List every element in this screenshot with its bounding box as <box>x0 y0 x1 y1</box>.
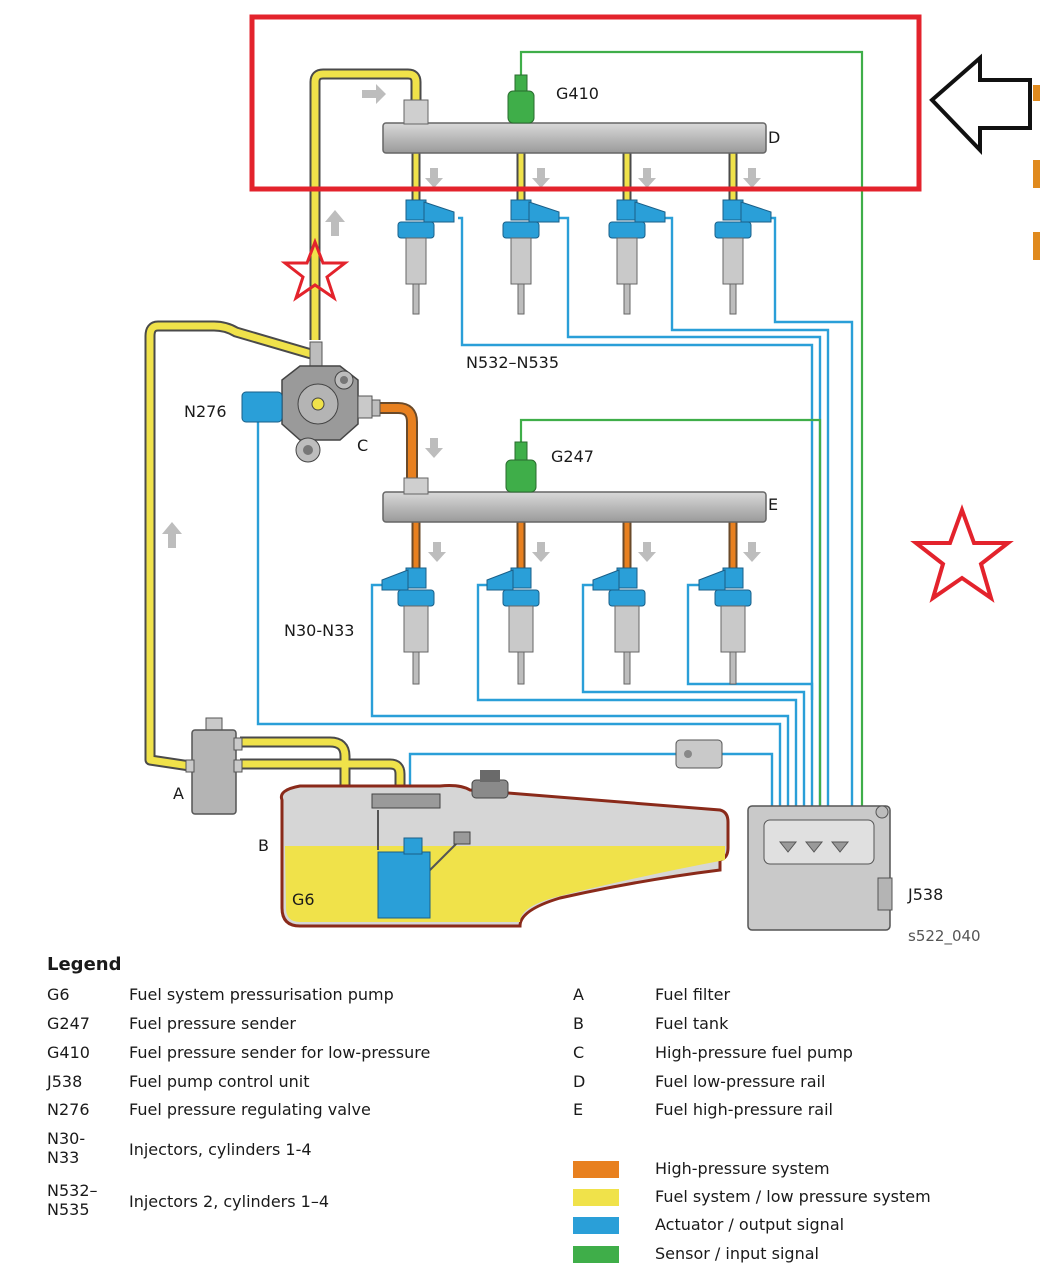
legend-code: A <box>573 985 584 1004</box>
color-key-desc: Sensor / input signal <box>655 1244 819 1263</box>
legend-item: E Fuel high-pressure rail <box>0 1100 1040 1119</box>
legend-desc: Fuel pressure sender <box>129 1014 296 1033</box>
label-b: B <box>258 836 269 855</box>
color-key-item: Sensor / input signal <box>0 1244 1040 1263</box>
label-j538: J538 <box>907 885 943 904</box>
label-n30-n33: N30-N33 <box>284 621 354 640</box>
swatch-actuator <box>573 1217 619 1234</box>
legend-desc: Fuel pressure regulating valve <box>129 1100 371 1119</box>
high-pressure-pump <box>281 341 381 463</box>
swatch-low-pressure <box>573 1189 619 1206</box>
injectors-high-pressure <box>381 567 752 685</box>
legend-desc: Fuel pump control unit <box>129 1072 310 1091</box>
legend-code: B <box>573 1014 584 1033</box>
label-d: D <box>768 128 780 147</box>
legend-item: J538 Fuel pump control unit <box>0 1072 560 1091</box>
legend-code: E <box>573 1100 584 1119</box>
legend-code: G6 <box>47 985 70 1004</box>
cropped-text-fragment <box>1033 85 1040 260</box>
legend-desc: Fuel high-pressure rail <box>655 1100 833 1119</box>
swatch-sensor <box>573 1246 619 1263</box>
legend-desc: Fuel low-pressure rail <box>655 1072 826 1091</box>
fuel-pressure-regulating-valve <box>241 391 283 423</box>
fuel-pump-control-unit <box>747 805 893 931</box>
arrow-left-icon <box>929 53 1032 155</box>
high-pressure-lines <box>378 402 738 572</box>
legend-code: N532– N535 <box>47 1181 98 1219</box>
legend: Legend G6 Fuel system pressurisation pum… <box>0 948 1040 1273</box>
legend-item: C High-pressure fuel pump <box>0 1043 1040 1062</box>
legend-desc: High-pressure fuel pump <box>655 1043 853 1062</box>
label-c: C <box>357 436 368 455</box>
color-key-item: Actuator / output signal <box>0 1215 1040 1234</box>
low-pressure-rail <box>382 99 767 154</box>
fuel-system-diagram: G410 D N532–N535 N276 C G247 E N30-N33 A… <box>144 14 1040 945</box>
legend-item: A Fuel filter <box>0 985 1040 1004</box>
legend-item: G6 Fuel system pressurisation pump <box>0 985 560 1004</box>
label-g247: G247 <box>551 447 594 466</box>
legend-code: J538 <box>47 1072 83 1091</box>
color-key-item: High-pressure system <box>0 1159 1040 1178</box>
star-icon <box>910 504 1014 603</box>
label-g6: G6 <box>292 890 315 909</box>
label-a: A <box>173 784 184 803</box>
legend-item: G247 Fuel pressure sender <box>0 1014 560 1033</box>
label-e: E <box>768 495 778 514</box>
legend-item: N276 Fuel pressure regulating valve <box>0 1100 560 1119</box>
legend-desc: Injectors, cylinders 1-4 <box>129 1140 312 1159</box>
legend-code: G410 <box>47 1043 90 1062</box>
color-key-desc: High-pressure system <box>655 1159 830 1178</box>
legend-item: N532– N535 Injectors 2, cylinders 1–4 <box>0 1181 560 1221</box>
color-key-desc: Actuator / output signal <box>655 1215 845 1234</box>
legend-desc: Fuel filter <box>655 985 731 1004</box>
swatch-high-pressure <box>573 1161 619 1178</box>
legend-desc: Fuel system pressurisation pump <box>129 985 394 1004</box>
figure-reference: s522_040 <box>908 927 981 945</box>
sensor-wiring <box>519 50 864 810</box>
legend-code: N276 <box>47 1100 90 1119</box>
legend-code: G247 <box>47 1014 90 1033</box>
injectors-low-pressure <box>397 199 772 315</box>
flow-arrows <box>162 84 761 562</box>
legend-item: G410 Fuel pressure sender for low-pressu… <box>0 1043 560 1062</box>
legend-code: N30- N33 <box>47 1129 86 1167</box>
legend-item: D Fuel low-pressure rail <box>0 1072 1040 1091</box>
legend-code: D <box>573 1072 586 1091</box>
legend-title: Legend <box>47 954 122 975</box>
legend-desc: Fuel tank <box>655 1014 729 1033</box>
high-pressure-rail <box>382 477 767 523</box>
legend-item: B Fuel tank <box>0 1014 1040 1033</box>
legend-desc: Injectors 2, cylinders 1–4 <box>129 1192 330 1211</box>
fuel-pressurisation-pump <box>377 837 431 919</box>
fuel-filter <box>185 717 243 815</box>
label-n276: N276 <box>184 402 227 421</box>
connector-box <box>675 739 723 769</box>
pressure-sender-g410 <box>507 74 535 124</box>
fuel-tank <box>279 770 730 928</box>
legend-code: C <box>573 1043 585 1062</box>
highlight-box <box>249 14 922 192</box>
color-key-desc: Fuel system / low pressure system <box>655 1187 931 1206</box>
legend-desc: Fuel pressure sender for low-pressure <box>129 1043 431 1062</box>
star-icon <box>280 237 350 302</box>
pressure-sender-g247 <box>505 441 537 493</box>
label-g410: G410 <box>556 84 599 103</box>
color-key-item: Fuel system / low pressure system <box>0 1187 1040 1206</box>
label-n532-n535: N532–N535 <box>466 353 559 372</box>
legend-item: N30- N33 Injectors, cylinders 1-4 <box>0 1129 560 1169</box>
